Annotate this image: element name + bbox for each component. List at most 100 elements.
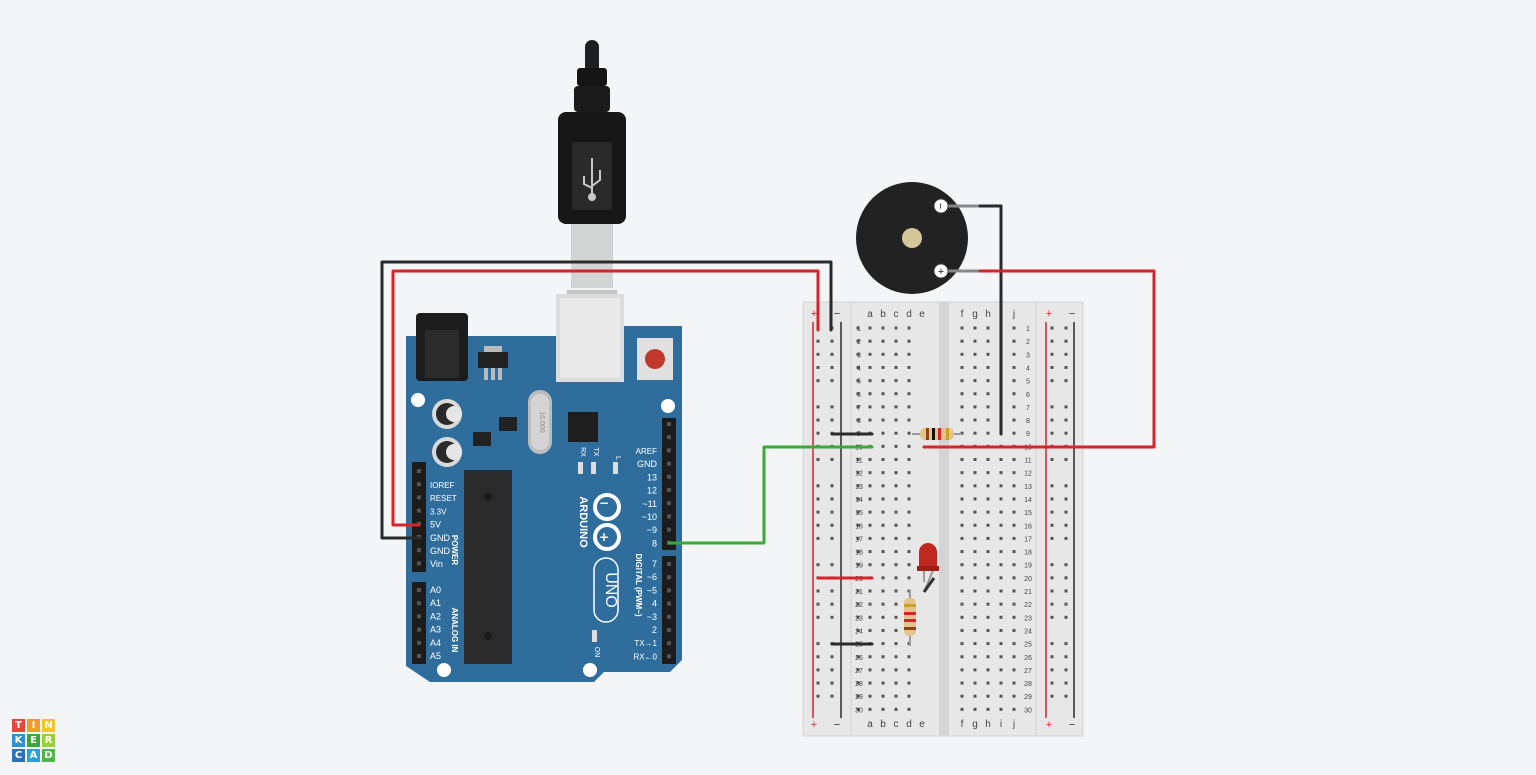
rx-label: RX [579, 447, 586, 457]
breadboard-hole [894, 326, 898, 330]
row-number: 18 [855, 550, 863, 557]
breadboard-hole [973, 471, 977, 475]
breadboard-hole [856, 471, 860, 475]
breadboard-hole [881, 510, 885, 514]
column-letter: c [894, 309, 899, 320]
breadboard-hole [856, 563, 860, 567]
breadboard-hole [907, 405, 911, 409]
logo-letter: I [27, 719, 40, 732]
breadboard-hole [1012, 707, 1016, 711]
resistor-led[interactable] [904, 590, 916, 646]
wire-buzzer-plus[interactable] [922, 269, 1156, 449]
rail-hole [1050, 576, 1054, 580]
breadboard-hole [1012, 655, 1016, 659]
breadboard-hole [999, 497, 1003, 501]
rail-hole [816, 563, 820, 567]
breadboard-hole [907, 352, 911, 356]
breadboard-hole [894, 497, 898, 501]
row-number: 27 [1024, 668, 1032, 675]
breadboard-hole [894, 681, 898, 685]
breadboard-hole [868, 550, 872, 554]
wire-buzzer-minus[interactable] [978, 204, 1003, 436]
pin-label: ~6 [647, 572, 657, 582]
rail-hole [816, 431, 820, 435]
breadboard-hole [907, 431, 911, 435]
l-label: L [614, 456, 621, 460]
breadboard-hole [907, 379, 911, 383]
breadboard-hole [986, 392, 990, 396]
row-number: 2 [1026, 339, 1030, 346]
breadboard-hole [973, 694, 977, 698]
breadboard-hole [868, 563, 872, 567]
column-letter: j [1012, 309, 1015, 320]
breadboard-hole [894, 444, 898, 448]
row-number: 30 [1024, 707, 1032, 714]
logo-letter: E [27, 734, 40, 747]
row-number: 23 [855, 615, 863, 622]
breadboard-hole [856, 707, 860, 711]
breadboard-hole [856, 379, 860, 383]
breadboard-hole [960, 589, 964, 593]
rail-hole [816, 536, 820, 540]
rail-hole [1050, 523, 1054, 527]
breadboard-hole [999, 458, 1003, 461]
rail-hole [830, 602, 834, 606]
header-socket [667, 614, 671, 619]
rail-hole [1064, 668, 1068, 672]
breadboard-hole [881, 681, 885, 685]
breadboard-hole [973, 458, 977, 461]
breadboard-hole [960, 365, 964, 369]
breadboard-hole [868, 615, 872, 619]
breadboard-hole [986, 510, 990, 514]
breadboard-hole [960, 668, 964, 672]
breadboard-hole [986, 379, 990, 383]
piezo-buzzer[interactable] [856, 182, 980, 294]
breadboard-hole [881, 628, 885, 632]
breadboard-hole [881, 484, 885, 488]
breadboard-hole [973, 365, 977, 369]
header-socket [417, 482, 421, 487]
rail-hole [816, 352, 820, 356]
row-number: 4 [1026, 365, 1030, 372]
rail-hole [1050, 510, 1054, 514]
header-socket [667, 514, 671, 519]
resistor-buzzer[interactable] [912, 428, 962, 440]
wire-5v-red[interactable] [391, 269, 820, 527]
red-led[interactable] [917, 543, 939, 593]
breadboard-hole [1012, 536, 1016, 540]
breadboard-hole [999, 694, 1003, 698]
rail-hole [1064, 615, 1068, 619]
pin-label: RX←0 [633, 652, 657, 661]
wire-pin8-green[interactable] [667, 445, 874, 545]
breadboard-hole [894, 523, 898, 527]
breadboard-hole [960, 497, 964, 501]
breadboard-hole [881, 523, 885, 527]
breadboard-hole [881, 694, 885, 698]
breadboard-hole [868, 536, 872, 540]
arduino-uno-board[interactable]: − + [406, 294, 682, 682]
breadboard-hole [894, 694, 898, 698]
row-number: 13 [1024, 484, 1032, 491]
breadboard-hole [1012, 458, 1016, 461]
breadboard-hole [1012, 602, 1016, 606]
breadboard-hole [960, 405, 964, 409]
breadboard-hole [856, 458, 860, 461]
wire-gnd-black[interactable] [380, 260, 833, 540]
row-number: 12 [855, 471, 863, 478]
on-label: ON [593, 647, 600, 658]
breadboard-hole [881, 576, 885, 580]
rail-hole [1064, 458, 1068, 461]
rail-hole [816, 615, 820, 619]
breadboard-hole [907, 510, 911, 514]
breadboard[interactable] [802, 301, 1084, 737]
rail-hole [1064, 497, 1068, 501]
breadboard-hole [960, 523, 964, 527]
breadboard-hole [868, 602, 872, 606]
breadboard-hole [856, 405, 860, 409]
row-number: 11 [855, 458, 862, 465]
row-number: 24 [1024, 628, 1032, 635]
rail-hole [830, 365, 834, 369]
pin-label: GND [430, 546, 451, 556]
rail-hole [1064, 563, 1068, 567]
